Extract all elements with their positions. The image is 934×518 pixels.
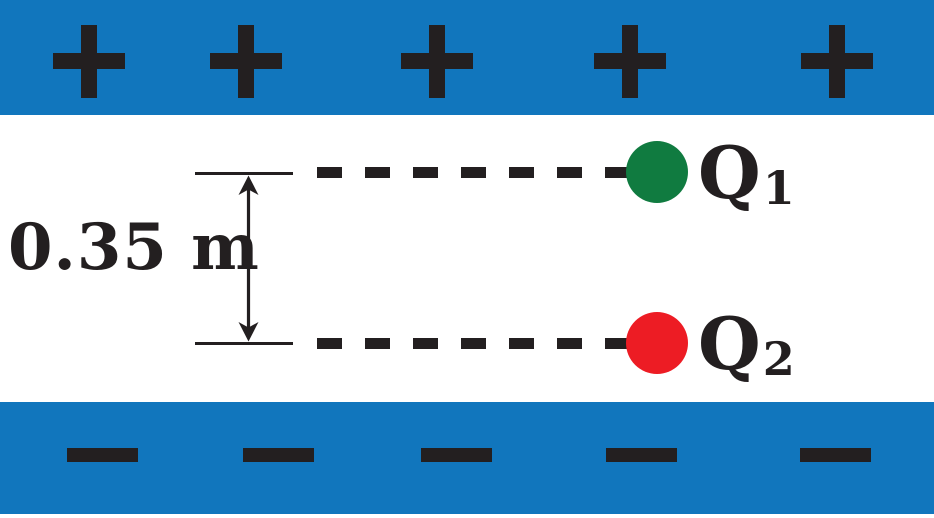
- charge-q2-circle: [626, 312, 688, 374]
- plus-icon: [594, 25, 666, 98]
- minus-icon: [800, 448, 871, 462]
- q1-dashed-line: [317, 167, 628, 178]
- plus-icon: [210, 25, 282, 98]
- arrow-head-up-icon: [238, 175, 259, 195]
- minus-icon: [606, 448, 677, 462]
- arrow-head-down-icon: [238, 322, 259, 342]
- q2-symbol: Q: [698, 300, 761, 386]
- negative-plate: [0, 402, 934, 514]
- minus-icon: [67, 448, 138, 462]
- charge-q1-circle: [626, 141, 688, 203]
- q1-dot-icon: [626, 141, 688, 203]
- plus-icon: [801, 25, 873, 98]
- positive-plate: [0, 0, 934, 115]
- plus-icon: [401, 25, 473, 98]
- q2-dot-icon: [626, 312, 688, 374]
- minus-icon: [421, 448, 492, 462]
- q1-symbol: Q: [698, 129, 761, 215]
- separation-label: 0.35 m: [8, 210, 260, 285]
- separation-arrow: [195, 172, 293, 345]
- minus-icon: [243, 448, 314, 462]
- plus-icon: [53, 25, 125, 98]
- q2-dashed-line: [317, 338, 628, 349]
